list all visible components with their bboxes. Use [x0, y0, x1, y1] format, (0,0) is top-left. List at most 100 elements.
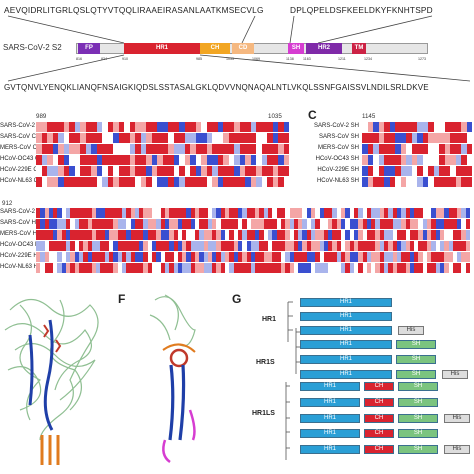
construct-segment-ch: CH [364, 428, 394, 438]
alignment-cell [379, 252, 385, 262]
alignment-cell [435, 241, 440, 251]
alignment-cell [427, 219, 432, 229]
alignment-cell [272, 230, 277, 240]
alignment-cell [203, 252, 208, 262]
alignment-cell [203, 219, 208, 229]
alignment-cell [384, 133, 390, 143]
alignment-cell [427, 263, 432, 273]
alignment-cell [212, 155, 218, 165]
alignment-cell [405, 263, 410, 273]
alignment-cell [433, 155, 439, 165]
alignment-cell [74, 122, 80, 132]
alignment-cell [272, 166, 278, 176]
alignment-cell [392, 208, 397, 218]
alignment-cell [366, 219, 372, 229]
alignment-cell [414, 241, 419, 251]
alignment-cell [439, 230, 445, 240]
alignment-cell [439, 133, 445, 143]
alignment-row-label: MERS-CoV CH [0, 145, 42, 151]
alignment-cell [195, 177, 201, 187]
alignment-cell [168, 133, 174, 143]
alignment-cell [58, 177, 64, 187]
alignment-cell [375, 241, 380, 251]
alignment-cell [147, 241, 153, 251]
alignment-cell [255, 252, 260, 262]
alignment-cell [48, 241, 54, 251]
alignment-cell [156, 252, 161, 262]
alignment-cell [121, 219, 127, 229]
alignment-cell [422, 208, 428, 218]
alignment-cell [345, 263, 350, 273]
alignment-cell [194, 208, 200, 218]
alignment-cell [250, 208, 256, 218]
alignment-cell [414, 219, 419, 229]
alignment-cell [289, 252, 294, 262]
alignment-cell [315, 241, 320, 251]
alignment-cell [190, 122, 196, 132]
alignment-cell [255, 208, 260, 218]
alignment-cell [422, 230, 428, 240]
alignment-cell [143, 252, 148, 262]
alignment-cell [384, 166, 390, 176]
domain-hr2: HR2 [306, 43, 342, 54]
alignment-cell [212, 263, 217, 273]
alignment-cell [85, 177, 91, 187]
alignment-row-label: HCoV-OC43 HR1 [0, 242, 48, 248]
alignment-cell [259, 241, 264, 251]
alignment-cell [87, 230, 92, 240]
alignment-cell [400, 122, 406, 132]
alignment-cell [366, 208, 372, 218]
construct-segment-ch: CH [364, 413, 394, 423]
alignment-cell [156, 230, 161, 240]
alignment-cell [229, 208, 234, 218]
alignment-cell [245, 122, 251, 132]
alignment-cell [293, 208, 299, 218]
alignment-cell [417, 155, 423, 165]
alignment-cell [395, 177, 401, 187]
alignment-cell [388, 230, 393, 240]
alignment-cell [328, 208, 333, 218]
alignment-cell [143, 263, 148, 273]
alignment-cell [118, 155, 124, 165]
alignment-cell [104, 252, 110, 262]
alignment-cell [118, 122, 124, 132]
alignment-cell [242, 263, 247, 273]
alignment-cell [461, 219, 466, 229]
alignment-cell [263, 219, 269, 229]
alignment-cell [216, 230, 221, 240]
construct-segment-sh: SH [396, 354, 436, 364]
alignment-cell [207, 219, 213, 229]
alignment-cell [36, 252, 41, 262]
alignment-cell [135, 155, 141, 165]
alignment-cell [199, 219, 204, 229]
alignment-row [36, 177, 292, 187]
alignment-cell [405, 241, 410, 251]
alignment-cell [242, 241, 247, 251]
alignment-cell [452, 230, 458, 240]
alignment-cell [444, 133, 450, 143]
alignment-cell [107, 144, 113, 154]
alignment-cell [406, 133, 412, 143]
construct-segment-hr1: HR1 [300, 369, 392, 379]
alignment-cell [256, 166, 262, 176]
hr1-top-sequence: AEVQIDRLITGRLQSLQTYVTQQLIRAAEIRASANLAATK… [4, 5, 264, 15]
alignment-cell [427, 241, 432, 251]
alignment-cell [162, 155, 168, 165]
alignment-cell [366, 241, 372, 251]
alignment-cell [285, 230, 290, 240]
alignment-cell [323, 252, 329, 262]
alignment-cell [207, 263, 213, 273]
alignment-cell [450, 122, 456, 132]
alignment-cell [401, 219, 406, 229]
alignment-cell [151, 177, 157, 187]
alignment-cell [44, 263, 49, 273]
alignment-cell [206, 144, 212, 154]
alignment-cell [268, 241, 273, 251]
alignment-cell [336, 252, 342, 262]
alignment-cell [63, 122, 69, 132]
align-b-end: 1035 [268, 113, 282, 120]
alignment-cell [63, 144, 69, 154]
alignment-row-label: HCoV-229E CH [0, 167, 43, 173]
alignment-cell [78, 230, 84, 240]
alignment-cell [283, 133, 289, 143]
